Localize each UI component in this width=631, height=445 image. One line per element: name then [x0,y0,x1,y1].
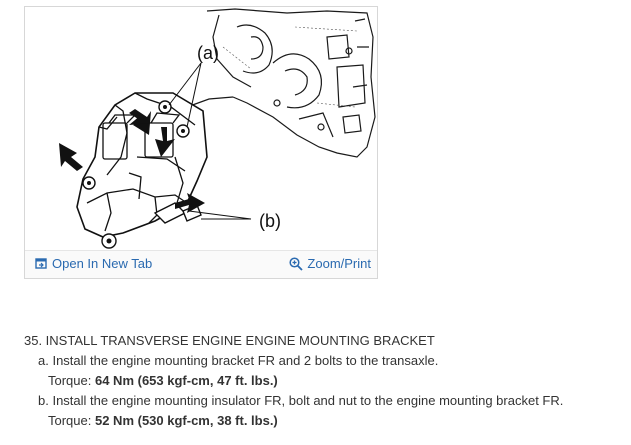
torque-spec-b: Torque: 52 Nm (530 kgf-cm, 38 ft. lbs.) [48,411,624,431]
torque-spec-a: Torque: 64 Nm (653 kgf-cm, 47 ft. lbs.) [48,371,624,391]
callout-a-label: (a) [197,43,219,63]
substep-a: a. Install the engine mounting bracket F… [38,353,439,368]
figure-card: (a) (b) Open In New Tab [24,6,378,279]
torque-label: Torque: [48,413,95,428]
open-in-new-tab-link[interactable]: Open In New Tab [35,256,152,271]
torque-label: Torque: [48,373,95,388]
procedure-text: 35. INSTALL TRANSVERSE ENGINE ENGINE MOU… [24,331,624,431]
figure-footer: Open In New Tab Zoom/Print [25,250,377,278]
engine-mounting-bracket-illustration[interactable]: (a) (b) [37,7,377,253]
open-in-new-tab-icon [35,257,48,270]
callout-b-label: (b) [259,211,281,231]
zoom-in-icon [289,256,304,271]
torque-value: 52 Nm (530 kgf-cm, 38 ft. lbs.) [94,413,278,428]
zoom-print-link[interactable]: Zoom/Print [289,256,371,271]
step-title: 35. INSTALL TRANSVERSE ENGINE ENGINE MOU… [24,333,435,348]
substep-b: b. Install the engine mounting insulator… [38,393,564,408]
torque-value: 64 Nm (653 kgf-cm, 47 ft. lbs.) [94,373,278,388]
zoom-print-label: Zoom/Print [307,256,371,271]
open-in-new-tab-label: Open In New Tab [52,256,153,271]
